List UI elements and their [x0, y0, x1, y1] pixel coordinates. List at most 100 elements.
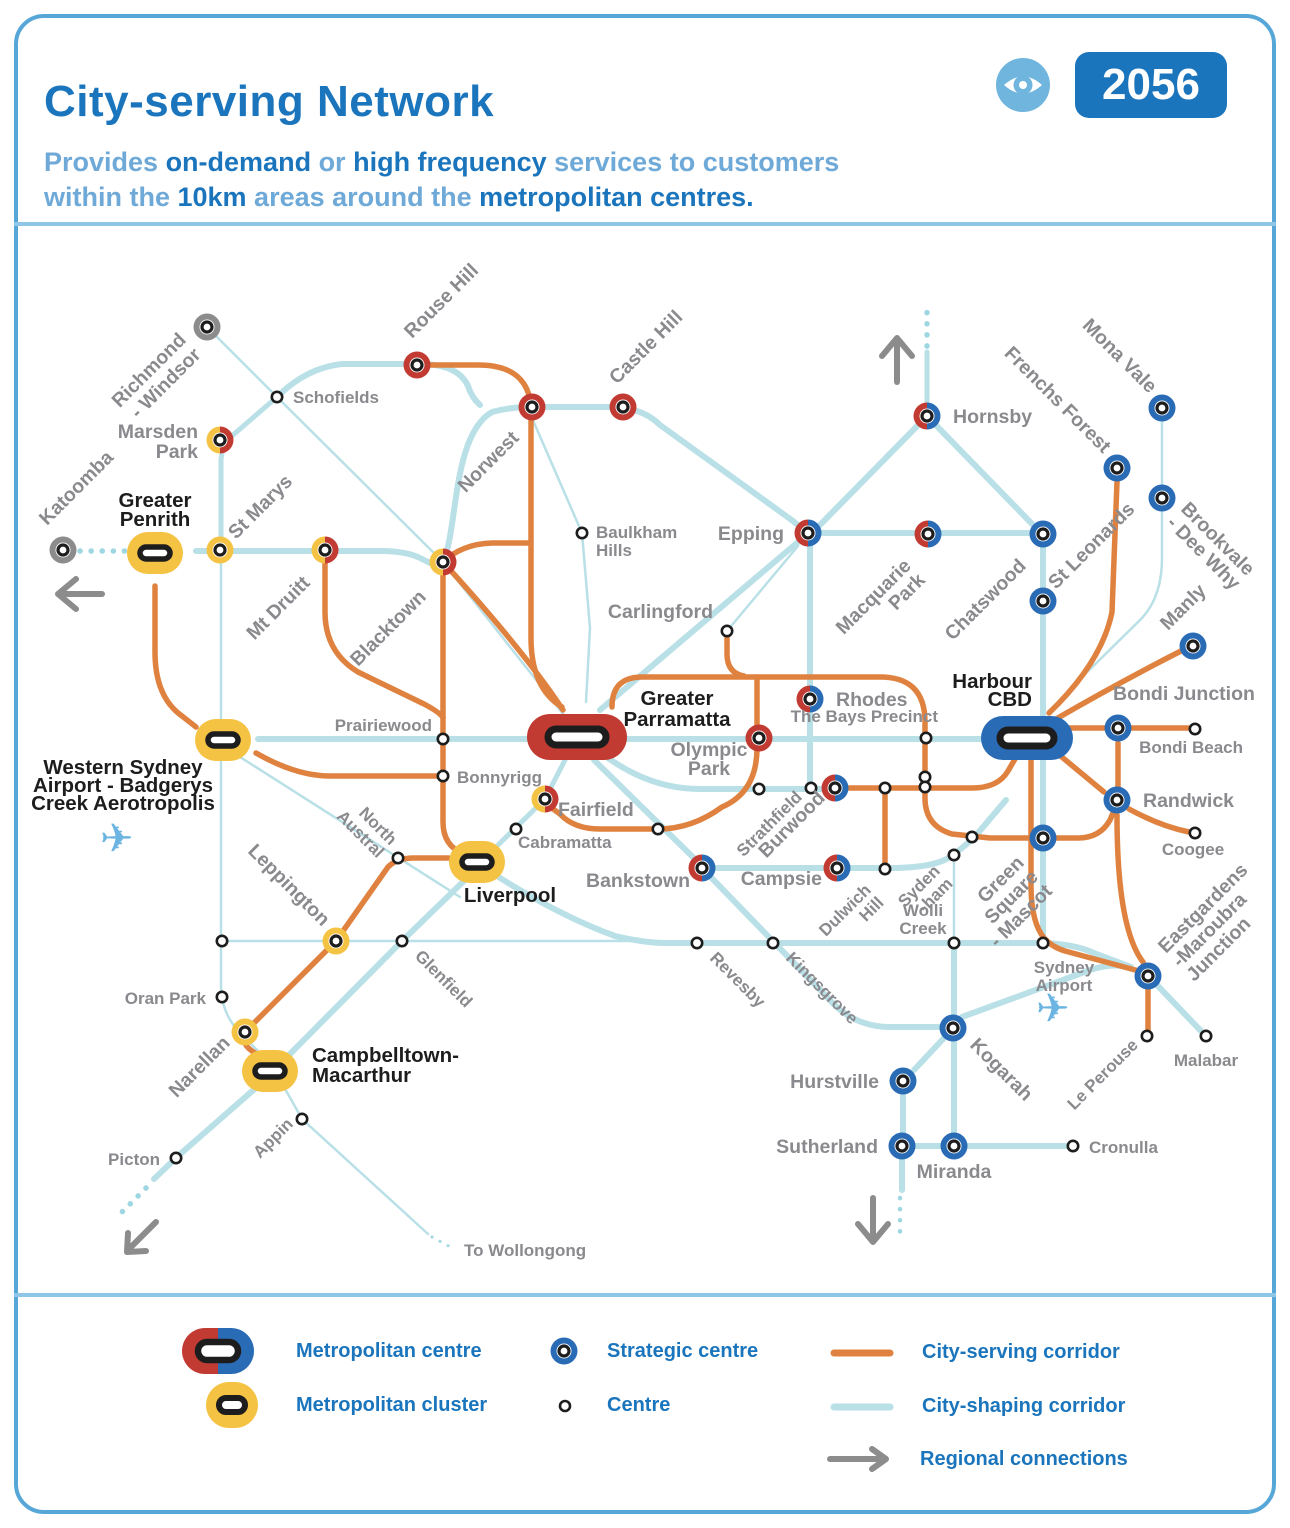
station-mona-vale — [1148, 394, 1176, 422]
legend-divider — [14, 1293, 1276, 1297]
station-label-chatswood: Chatswood — [941, 555, 1031, 645]
station-glenfield — [395, 934, 409, 948]
station-label-cabramatta: Cabramatta — [518, 833, 612, 852]
metropolitan-centre-icon — [182, 1328, 254, 1374]
station-miranda — [940, 1132, 968, 1160]
station-burwood — [821, 774, 849, 802]
station-label-bondi-junction: Bondi Junction — [1113, 683, 1255, 705]
station-label-fairfield: Fairfield — [558, 799, 634, 821]
station-centre-dot-6 — [215, 934, 229, 948]
station-label-st-marys: St Marys — [224, 470, 297, 543]
station-randwick — [1103, 786, 1131, 814]
station-label-liverpool: Liverpool — [464, 884, 556, 907]
city-serving-corridor — [546, 674, 760, 832]
metropolitan-cluster-icon — [206, 1382, 258, 1428]
city-shaping-corridor — [597, 539, 801, 713]
station-cabramatta — [509, 822, 523, 836]
city-shaping-corridor — [282, 1085, 430, 1236]
station-epping — [794, 519, 822, 547]
station-revesby — [690, 936, 704, 950]
subtitle-line: within the 10km areas around the metropo… — [44, 180, 944, 215]
station-centre-dot-4 — [918, 780, 932, 794]
station-label-hornsby: Hornsby — [953, 406, 1032, 428]
city-shaping-corridor-icon — [830, 1403, 894, 1410]
legend-item-city-shaping-corridor: City-shaping corridor — [830, 1395, 1125, 1418]
legend-item-city-serving-corridor: City-serving corridor — [830, 1341, 1120, 1364]
station-label-kingsgrove: Kingsgrove — [782, 948, 862, 1028]
city-serving-corridor — [440, 573, 467, 857]
station-label-katoomba: Katoomba — [35, 446, 118, 529]
station-appin — [295, 1112, 309, 1126]
subtitle-segment: Provides — [44, 147, 166, 177]
station-label-rouse-hill: Rouse Hill — [400, 260, 483, 343]
station-label-mona-vale: Mona Vale — [1078, 315, 1161, 398]
station-st-leonards — [1029, 587, 1057, 615]
legend-label: Strategic centre — [607, 1339, 759, 1362]
legend-item-regional-connections: Regional connections — [826, 1444, 1128, 1474]
subtitle-line: Provides on-demand or high frequency ser… — [44, 145, 944, 180]
station-sydney-airport — [1036, 936, 1050, 950]
station-label-eastgardens-maroubra-junction: Eastgardens-MaroubraJunction — [1154, 859, 1281, 986]
city-shaping-corridor — [605, 755, 836, 792]
city-serving-corridor — [152, 583, 199, 730]
station-centre-dot-1 — [752, 782, 766, 796]
city-shaping-corridor — [924, 413, 1039, 531]
legend-item-metropolitan-cluster: Metropolitan cluster — [204, 1380, 487, 1430]
regional-connection-arrow — [879, 335, 915, 359]
legend-label: City-shaping corridor — [922, 1395, 1126, 1417]
station-label-leppington: Leppington — [243, 840, 334, 931]
city-serving-corridor — [1126, 806, 1192, 835]
regional-connection-arrow — [124, 1230, 149, 1255]
regional-connection-arrow — [855, 1221, 891, 1245]
station-baulkham-hills — [575, 526, 589, 540]
station-fairfield — [531, 785, 559, 813]
station-label-macquarie-park: MacquariePark — [832, 555, 930, 653]
station-label-randwick: Randwick — [1143, 790, 1234, 812]
station-richmond-windsor — [193, 313, 221, 341]
subtitle-segment: metropolitan centres. — [479, 182, 754, 212]
city-shaping-corridor — [430, 1235, 458, 1252]
station-blacktown — [429, 548, 457, 576]
station-label-campsie: Campsie — [741, 868, 822, 890]
city-serving-corridor — [1053, 648, 1184, 722]
station-centre-dot-2 — [878, 781, 892, 795]
station-greater-penrith — [127, 532, 183, 574]
subtitle-segment: 10km — [177, 182, 247, 212]
station-label-epping: Epping — [718, 523, 784, 545]
station-leppington — [322, 927, 350, 955]
legend-item-centre: Centre — [558, 1394, 670, 1417]
subtitle-segment: on-demand — [165, 147, 312, 177]
station-label-richmond-windsor: Richmond- Windsor — [108, 329, 206, 427]
station-dulwich-hill — [878, 862, 892, 876]
station-oran-park — [215, 990, 229, 1004]
station-label-glenfield: Glenfield — [411, 946, 476, 1011]
station-label-prairiewood: Prairiewood — [335, 716, 432, 735]
station-le-perouse — [1140, 1029, 1154, 1043]
station-label-manly: Manly — [1156, 580, 1211, 635]
station-malabar — [1199, 1029, 1213, 1043]
station-label-carlingford: Carlingford — [608, 601, 713, 623]
station-label-narellan: Narellan — [165, 1032, 235, 1102]
station-centre-dot-7 — [651, 822, 665, 836]
station-brookvale-dee-why — [1148, 484, 1176, 512]
city-shaping-corridor — [725, 544, 800, 633]
station-sutherland — [888, 1132, 916, 1160]
city-shaping-corridor — [1070, 419, 1164, 689]
network-map-card — [14, 14, 1276, 1514]
station-rhodes — [796, 685, 824, 713]
station-label-malabar: Malabar — [1174, 1051, 1239, 1070]
station-macquarie-park — [914, 520, 942, 548]
station-label-bankstown: Bankstown — [586, 870, 690, 892]
page-title: City-serving Network — [44, 77, 495, 127]
station-eastgardens-maroubra-junction — [1134, 962, 1162, 990]
city-shaping-corridor — [238, 755, 462, 899]
station-label-cronulla: Cronulla — [1089, 1138, 1158, 1157]
